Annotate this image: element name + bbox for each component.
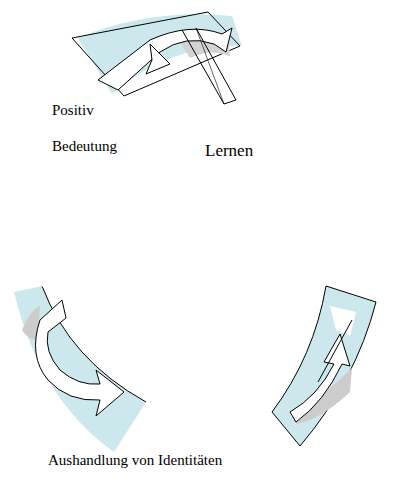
top-segment [72,12,242,104]
label-text: Positiv [52,102,94,119]
label-text: Aushandlung von Identitäten [48,452,222,469]
right-segment [272,286,376,446]
label-text: Bedeutung [52,138,117,155]
label-text: Lernen [205,141,253,161]
left-segment [14,284,146,452]
